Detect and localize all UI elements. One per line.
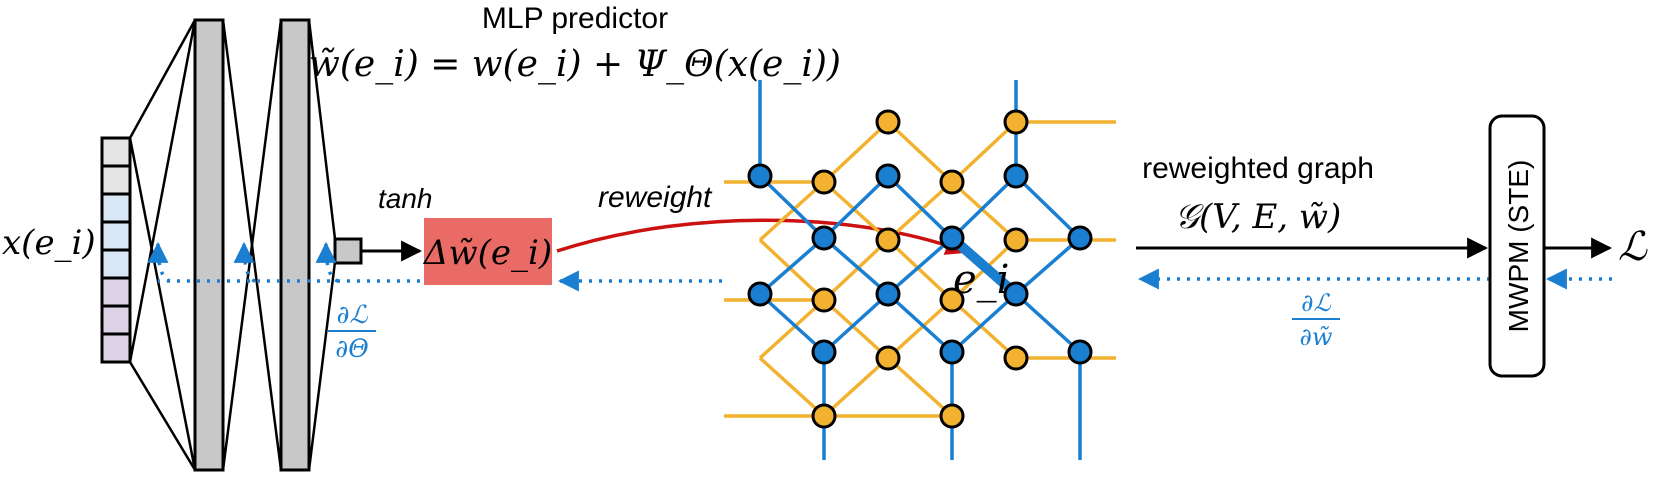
grad-w-fraction: ∂ℒ ∂w̃ (1292, 289, 1340, 351)
grad-w-denominator: ∂w̃ (1300, 323, 1333, 351)
backprop-paths (147, 241, 722, 292)
grad-theta-numerator: ∂ℒ (337, 300, 369, 329)
lattice-graph (724, 80, 1116, 460)
grad-branch-layer1 (233, 241, 256, 283)
decoder-box-border (1488, 114, 1546, 378)
reweight-label: reweight (598, 181, 713, 214)
reweighted-graph-title: reweighted graph (1142, 152, 1374, 185)
hidden-layer-1 (193, 18, 225, 472)
mlp-network (100, 18, 363, 472)
graph-formula: 𝒢(V, E, w̃) (1175, 197, 1342, 237)
grad-branch-layer2 (315, 241, 339, 283)
delta-weight-box: Δw̃(e_i) (422, 218, 552, 285)
delta-box-label: Δw̃(e_i) (422, 233, 552, 273)
output-neuron (333, 237, 363, 265)
edge-label: e_i (953, 257, 1009, 303)
input-label: x(e_i) (2, 223, 96, 263)
delta-box-fill (424, 218, 552, 285)
grad-theta-denominator: ∂Θ (335, 334, 368, 363)
blue-edges (758, 80, 1082, 460)
grad-branch-input (147, 241, 171, 283)
grad-theta-fraction: ∂ℒ ∂Θ (328, 300, 376, 363)
mwpm-decoder-box: MWPM (STE) (1488, 114, 1546, 378)
mlp-title: MLP predictor (482, 2, 668, 35)
highlighted-edge (948, 234, 1020, 298)
orange-nodes (811, 109, 1029, 429)
input-feature-vector (100, 136, 132, 364)
orange-edges (724, 120, 1116, 418)
grad-w-numerator: ∂ℒ (1301, 289, 1331, 317)
loss-label: ℒ (1618, 224, 1648, 270)
reweight-arrow (556, 218, 967, 255)
decoder-label: MWPM (STE) (1503, 160, 1534, 333)
activation-label: tanh (378, 183, 433, 214)
hidden-layer-2 (279, 18, 311, 472)
mlp-formula: w̃(e_i) = w(e_i) + Ψ_Θ(x(e_i)) (309, 44, 841, 85)
blue-nodes (747, 163, 1093, 365)
